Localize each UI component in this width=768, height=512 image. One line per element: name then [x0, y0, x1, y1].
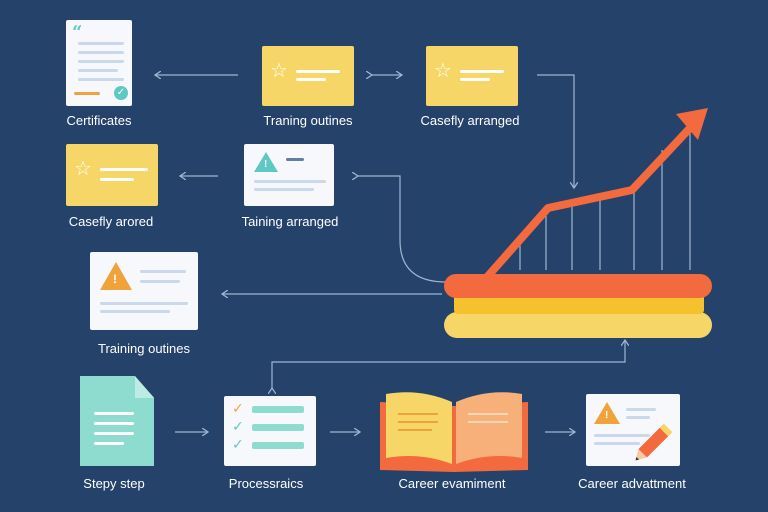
label-certificates: Certificates — [66, 113, 132, 128]
open-book-icon — [380, 392, 528, 472]
star-icon: ☆ — [434, 60, 452, 82]
warning-icon — [254, 152, 278, 172]
connector-arrow — [537, 74, 574, 188]
label-processraics: Processraics — [228, 476, 304, 491]
check-badge-icon: ✓ — [114, 86, 128, 100]
label-training-outlines-top: Traning outines — [263, 113, 353, 128]
label-career-evamiment: Career evamiment — [398, 476, 506, 491]
checkmark-icon: ✓ — [232, 436, 244, 452]
quote-icon: “ — [72, 22, 83, 43]
taining-arranged-card: ! — [244, 144, 334, 206]
warning-icon — [594, 402, 620, 424]
process-checklist-card: ✓ ✓ ✓ — [224, 396, 316, 466]
trend-arrow-icon — [484, 108, 708, 280]
star-icon: ☆ — [270, 60, 288, 82]
connector-arrow — [272, 340, 625, 388]
career-advancement-card: ! — [586, 394, 680, 466]
checkmark-icon: ✓ — [232, 418, 244, 434]
label-training-outlines-mid: Training outines — [97, 341, 191, 356]
pencil-icon — [635, 423, 673, 461]
checkmark-icon: ✓ — [232, 400, 244, 416]
label-taining-arranged: Taining arranged — [241, 214, 339, 229]
training-outlines-card-top: ☆ — [262, 46, 354, 106]
star-icon: ☆ — [74, 158, 92, 180]
label-casefly-arranged: Casefly arranged — [420, 113, 520, 128]
label-casefly-arored: Casefly arored — [68, 214, 154, 229]
chart-bars — [519, 132, 691, 270]
warning-icon — [100, 262, 132, 290]
training-outlines-card-mid: ! — [90, 252, 198, 330]
chart-base — [444, 274, 712, 338]
connector-arrow — [358, 176, 447, 283]
label-career-advattment: Career advattment — [578, 476, 686, 491]
casefly-arranged-card: ☆ — [426, 46, 518, 106]
certificate-card: “ ✓ — [66, 20, 132, 106]
casefly-arored-card: ☆ — [66, 144, 158, 206]
label-stepy-step: Stepy step — [83, 476, 145, 491]
